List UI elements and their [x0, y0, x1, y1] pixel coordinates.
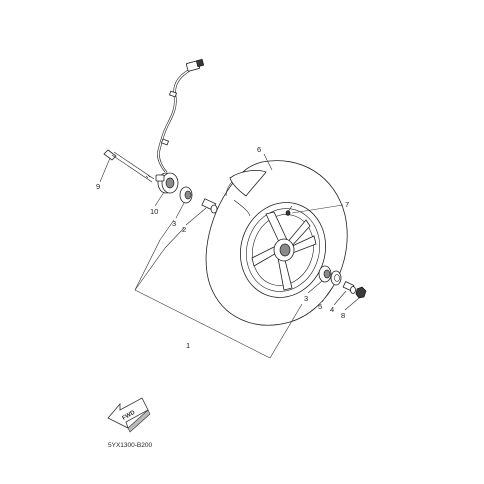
spacer-collar — [201, 198, 218, 214]
wheel-rim — [239, 202, 327, 298]
callout-1: 1 — [186, 341, 190, 350]
callout-7: 7 — [345, 200, 349, 209]
callout-10: 10 — [150, 207, 158, 216]
axle-shaft — [103, 149, 155, 183]
speedometer-cable — [157, 58, 205, 173]
callout-5: 5 — [318, 302, 322, 311]
axle-nut — [355, 286, 367, 299]
callout-3-right: 3 — [304, 294, 308, 303]
callout-6: 6 — [257, 145, 261, 154]
bearing-left — [179, 186, 193, 204]
diagram-code: 5YX1300-B200 — [108, 442, 152, 449]
fwd-arrow-icon: FWD — [107, 397, 151, 433]
leader-lines — [99, 153, 360, 359]
speedometer-gear-unit — [155, 172, 179, 194]
callout-4: 4 — [330, 305, 334, 314]
callout-8: 8 — [341, 311, 345, 320]
callout-2: 2 — [182, 225, 186, 234]
callout-numbers: 6 7 9 10 3 2 3 5 4 8 1 — [96, 145, 349, 350]
bearing-right — [318, 265, 332, 283]
collar-right — [342, 281, 356, 294]
callout-9: 9 — [96, 182, 100, 191]
oil-seal — [330, 270, 342, 286]
callout-3-left: 3 — [172, 219, 176, 228]
